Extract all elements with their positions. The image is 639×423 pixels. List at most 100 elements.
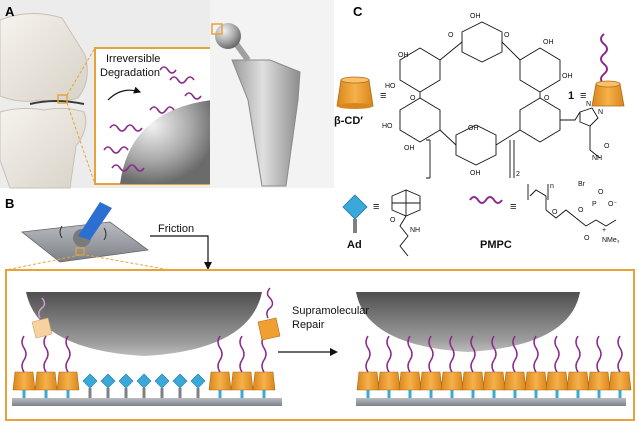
adamantane-site xyxy=(154,373,170,398)
cd-unit xyxy=(503,335,527,398)
pmpc-chain xyxy=(554,335,560,373)
pmpc-chain xyxy=(449,335,455,373)
pmpc-chain xyxy=(617,335,623,373)
pmpc-chain xyxy=(365,335,371,373)
cd-unit xyxy=(419,335,443,398)
counterface-right xyxy=(356,292,580,352)
pmpc-chain xyxy=(386,335,392,373)
free-compound-left xyxy=(31,297,53,339)
svg-text:OH: OH xyxy=(398,52,409,59)
pmpc-chain xyxy=(512,335,518,373)
panel-a: Irreversible Degradation A xyxy=(0,0,334,189)
annotation-irreversible: Irreversible xyxy=(106,53,160,65)
svg-text:P: P xyxy=(592,201,597,208)
svg-text:NH: NH xyxy=(410,227,420,234)
cd-unit xyxy=(524,335,548,398)
pmpc-label: PMPC xyxy=(480,239,512,251)
cd-unit xyxy=(587,335,611,398)
adamantane-site xyxy=(100,373,116,398)
cyclodextrin-structure xyxy=(399,21,601,179)
svg-text:OH: OH xyxy=(470,170,481,177)
svg-text:O: O xyxy=(604,143,610,150)
svg-text:O: O xyxy=(578,207,584,214)
zoom-marker xyxy=(57,94,68,104)
svg-text:O: O xyxy=(598,189,604,196)
panel-label-b: B xyxy=(5,196,14,211)
panel-c: C ≡ β-CD′ O xyxy=(334,4,625,257)
svg-text:O: O xyxy=(448,32,454,39)
substrate-left xyxy=(12,398,282,406)
svg-text:OH: OH xyxy=(470,13,481,20)
pmpc-chain xyxy=(470,335,476,373)
hip-implant-illustration xyxy=(210,0,334,188)
svg-text:O⁻: O⁻ xyxy=(608,201,617,208)
equiv-sign-ad: ≡ xyxy=(373,201,379,213)
pmpc-chain xyxy=(217,335,223,373)
svg-text:OH: OH xyxy=(404,145,415,152)
panel-label-c: C xyxy=(353,4,363,19)
cyclodextrin-icon xyxy=(336,76,374,109)
cd-unit xyxy=(356,335,380,398)
knee-joint-illustration xyxy=(0,12,88,189)
equiv-sign-compound: ≡ xyxy=(580,90,586,102)
svg-text:OH: OH xyxy=(543,39,554,46)
pmpc-chain xyxy=(533,335,539,373)
substrate-right xyxy=(356,398,626,406)
adamantane-site xyxy=(118,373,134,398)
friction-arrow xyxy=(150,235,209,262)
svg-text:+: + xyxy=(602,227,606,234)
pmpc-chain xyxy=(239,335,245,373)
svg-text:O: O xyxy=(552,209,558,216)
repaired-surface xyxy=(356,335,632,398)
equiv-sign-cd: ≡ xyxy=(380,90,386,102)
panel-label-a: A xyxy=(5,4,15,19)
cyclodextrin-atoms: OH HO OH O O OH OH O O HO OH OH OH N N N… xyxy=(382,13,610,178)
svg-text:O: O xyxy=(584,235,590,242)
svg-text:Br: Br xyxy=(578,181,586,188)
repair-label-line1: Supramolecular xyxy=(292,305,369,317)
pmpc-chain xyxy=(407,335,413,373)
counterface-left xyxy=(26,292,262,356)
equiv-sign-pmpc: ≡ xyxy=(510,201,516,213)
adamantane-site xyxy=(172,373,188,398)
annotation-degradation: Degradation xyxy=(100,67,160,79)
svg-text:HO: HO xyxy=(382,123,393,130)
worn-surface xyxy=(120,100,212,184)
adamantane-structure xyxy=(391,189,421,257)
svg-text:O: O xyxy=(504,32,510,39)
cd-unit xyxy=(461,335,485,398)
svg-text:OH: OH xyxy=(468,125,479,132)
pmpc-atoms: n Br O O P O⁻ O O NMe₃ + xyxy=(550,181,620,244)
compound-number: 1 xyxy=(568,90,574,102)
pmpc-structure xyxy=(527,184,617,227)
pmpc-icon xyxy=(469,196,503,204)
damaged-surface xyxy=(12,335,276,398)
pmpc-chain xyxy=(575,335,581,373)
svg-text:N: N xyxy=(586,101,591,108)
svg-text:HO: HO xyxy=(385,83,396,90)
svg-text:O: O xyxy=(410,95,416,102)
cd-unit xyxy=(208,335,232,398)
svg-text:NH: NH xyxy=(592,155,602,162)
repair-label-line2: Repair xyxy=(292,319,325,331)
friction-inset xyxy=(20,202,150,263)
compound-1-icon xyxy=(591,33,625,107)
pmpc-chain xyxy=(21,335,27,373)
pmpc-chain xyxy=(428,335,434,373)
pmpc-chain xyxy=(491,335,497,373)
adamantane-site xyxy=(82,373,98,398)
free-compound-right xyxy=(257,287,281,341)
adamantane-site xyxy=(190,373,206,398)
cd-unit xyxy=(566,335,590,398)
pmpc-chain xyxy=(596,335,602,373)
svg-text:NMe₃: NMe₃ xyxy=(602,237,620,244)
cd-unit xyxy=(545,335,569,398)
svg-text:O: O xyxy=(390,217,396,224)
panel-b: B Friction Supramolecular Repair xyxy=(5,196,635,421)
svg-text:N: N xyxy=(598,109,603,116)
adamantane-icon xyxy=(342,194,368,233)
pmpc-chain xyxy=(43,335,49,373)
subscript-2: 2 xyxy=(516,171,520,178)
cd-unit xyxy=(398,335,422,398)
